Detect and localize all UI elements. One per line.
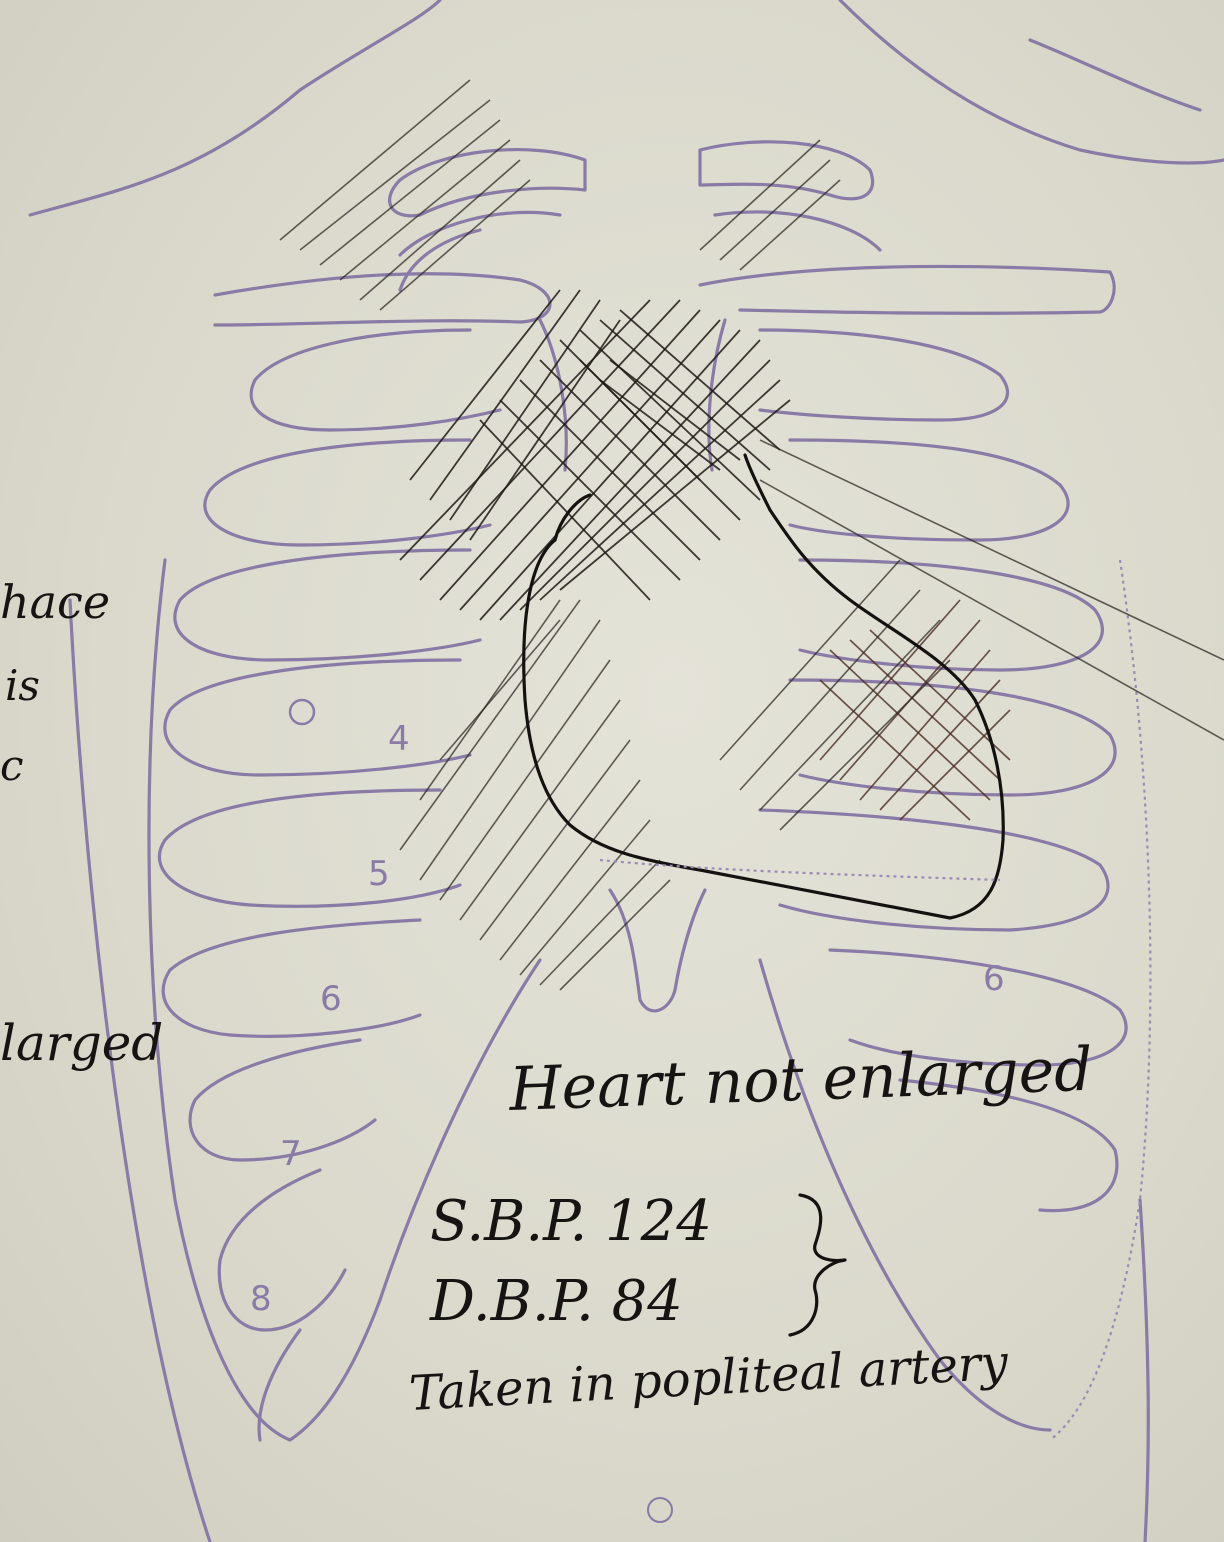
heart-note: Heart not enlarged — [507, 1035, 1094, 1125]
rib-label-6-right: 6 — [983, 959, 1005, 999]
taken-note: Taken in popliteal artery — [408, 1335, 1010, 1422]
rib-label-6: 6 — [320, 979, 342, 1019]
hatch-mediastinum — [400, 290, 790, 620]
sbp-reading: S.B.P. 124 — [430, 1189, 712, 1254]
page-mark — [648, 1498, 672, 1522]
rib-label-7: 7 — [280, 1134, 302, 1174]
rib-label-5: 5 — [368, 854, 390, 894]
dbp-reading: D.B.P. 84 — [429, 1269, 683, 1334]
margin-fragment-3: c — [0, 741, 24, 790]
hatch-apex — [720, 440, 1224, 830]
rib-label-8: 8 — [250, 1279, 272, 1319]
margin-fragment-2: is — [5, 661, 40, 710]
upper-ribs — [390, 142, 880, 290]
rib-label-4: 4 — [388, 719, 410, 759]
handwritten-notes: Heart not enlarged S.B.P. 124 D.B.P. 84 … — [408, 1035, 1094, 1422]
reading-brace — [790, 1195, 845, 1335]
margin-fragments: hace is c larged — [0, 575, 163, 1072]
margin-fragment-4: larged — [0, 1014, 163, 1072]
margin-fragment-1: hace — [0, 575, 110, 629]
